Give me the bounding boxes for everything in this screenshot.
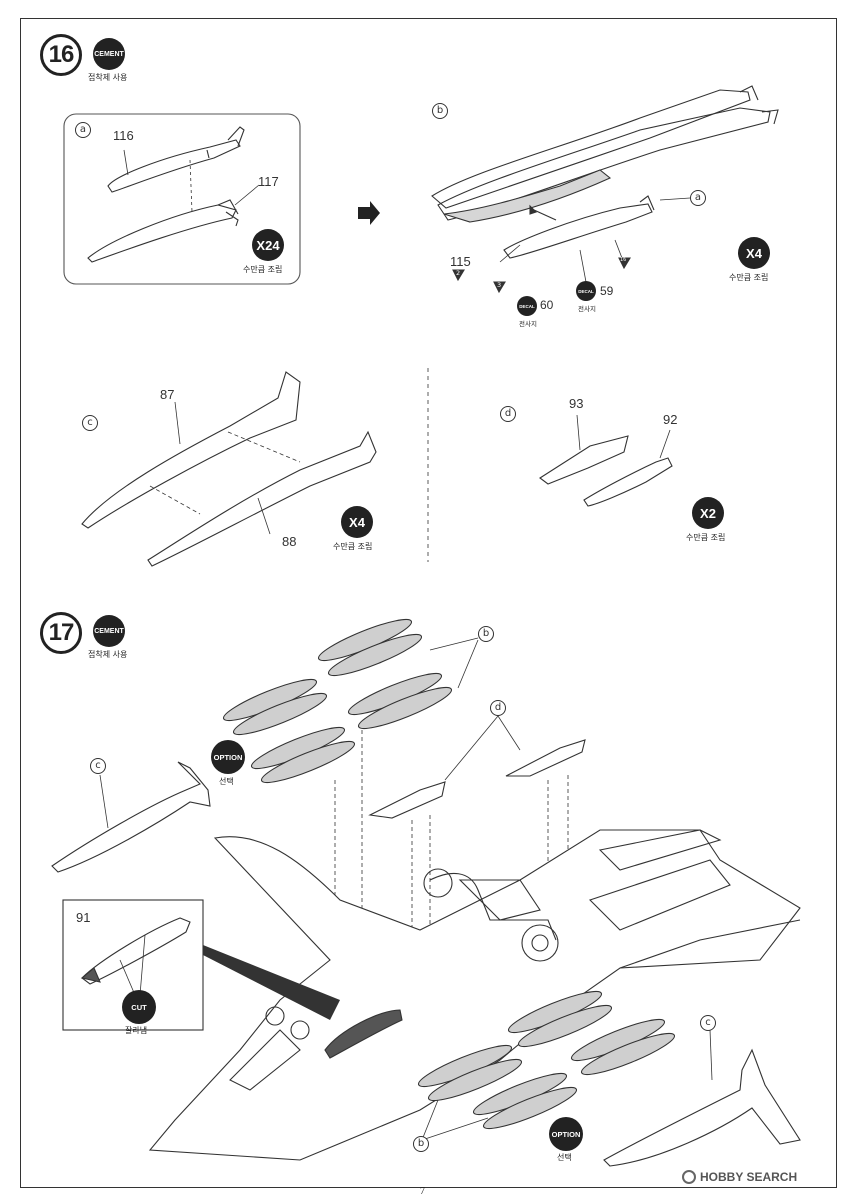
option-badge: OPTION [211,740,245,774]
part-92 [583,457,673,507]
missile-c-left [51,761,211,873]
x24-caption: 수만큼 조립 [243,265,283,274]
step-16-number: 16 [40,34,82,76]
circle-d: d [490,700,506,716]
circle-c-left: c [90,758,106,774]
part-115-label: 115 [450,254,471,269]
cut-badge: CUT [122,990,156,1024]
part-92-label: 92 [663,412,678,427]
inset-box [63,113,301,285]
cement-badge: CEMENT [93,38,125,70]
inset-91-box [62,899,204,1031]
bomb-a [503,203,653,259]
circle-b-top: b [478,626,494,642]
x2-caption: 수만큼 조립 [686,533,726,542]
part-91 [81,917,191,985]
part-87-half [81,371,301,529]
rack-d-right [505,739,586,777]
x4-mid-caption: 수만큼 조립 [333,542,373,551]
x4-mid-badge: X4 [341,506,373,538]
rack-d-left [368,781,446,819]
decal-60-caption: 전사지 [519,320,537,328]
circle-c-right: c [700,1015,716,1031]
cut-caption: 잘라냄 [125,1026,148,1035]
missile-c-right [603,1048,801,1167]
part-88-label: 88 [282,534,297,549]
sub-c-circle: c [82,415,98,431]
hobby-search-logo-icon [682,1170,696,1184]
bomb-cluster-top [222,618,453,784]
decal-59-badge: DECAL [576,281,596,301]
part-91-label: 91 [76,910,91,925]
x24-badge: X24 [252,229,284,261]
cement-caption-17: 접착제 사용 [88,650,128,659]
watermark: HOBBY SEARCH [682,1170,797,1184]
part-88-half [147,430,377,567]
decal-59-caption: 전사지 [578,305,596,313]
pod-91-on-aircraft [324,1009,403,1059]
decal-59-label: 59 [600,284,614,298]
tri-3-label: 3 [497,281,502,289]
page-frame [20,18,837,1188]
aircraft-fuselage [148,829,801,1161]
part-93-label: 93 [569,396,584,411]
step-17-number: 17 [40,612,82,654]
x4-top-badge: X4 [738,237,770,269]
assembly-b-circle: b [432,103,448,119]
part-93 [539,435,629,485]
tri-16-label: 16 [620,257,627,263]
bomb-cluster-bottom [417,990,676,1130]
part-87-label: 87 [160,387,175,402]
cement-badge-17: CEMENT [93,615,125,647]
sub-a-circle: a [75,122,91,138]
circle-b-bottom: b [413,1136,429,1152]
part-116-pod [107,139,241,193]
decal-60-badge: DECAL [517,296,537,316]
watermark-text: HOBBY SEARCH [700,1170,798,1184]
option-badge-bottom: OPTION [549,1117,583,1151]
tri-2-label: 2 [456,269,461,277]
cement-caption: 접착제 사용 [88,73,128,82]
decal-60-label: 60 [540,298,554,312]
part-117-label: 117 [258,174,279,189]
x4-top-caption: 수만큼 조립 [729,273,769,282]
option-caption-bottom: 선택 [557,1153,572,1162]
sub-d-circle: d [500,406,516,422]
x2-badge: X2 [692,497,724,529]
arrow-icon [358,201,380,225]
part-117-half [87,204,237,263]
assembly-a-circle: a [690,190,706,206]
assembly-pod-upper [431,89,751,209]
page-number: 7 [420,1186,425,1197]
part-116-label: 116 [113,128,134,143]
option-caption: 선택 [219,777,234,786]
